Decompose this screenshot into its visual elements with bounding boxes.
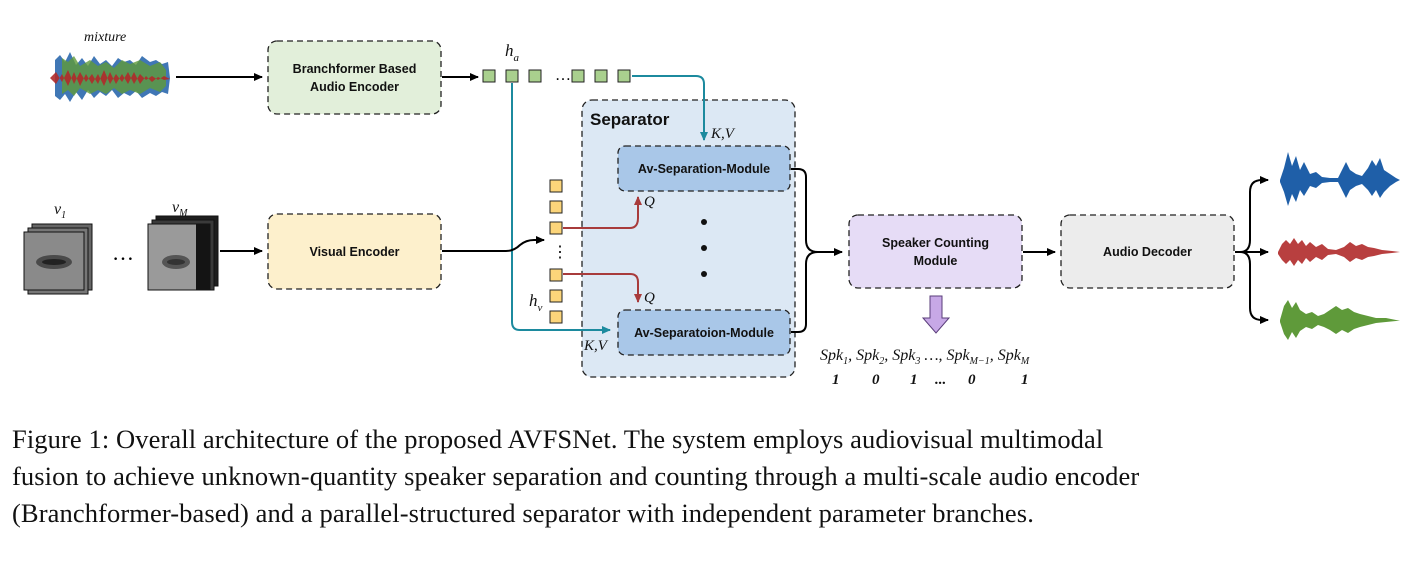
frames-ellipsis: … [112, 240, 134, 265]
visual-feature-tokens [549, 179, 563, 324]
output-waveform-red [1278, 238, 1400, 266]
q-label-top: Q [644, 194, 655, 210]
visual-encoder-box [267, 213, 442, 290]
ha-label: ha [505, 41, 520, 64]
visual-encoder-label: Visual Encoder [309, 245, 399, 259]
av-separation-module-2 [617, 309, 791, 356]
q-label-bottom: Q [644, 290, 655, 306]
speaker-sequence: Spk1, Spk2, Spk3 …, SpkM−1, SpkM [820, 347, 1030, 367]
audio-decoder-label: Audio Decoder [1103, 245, 1192, 259]
kv-label-top: K,V [710, 126, 736, 142]
audio-feature-tokens [482, 69, 631, 83]
face-frames-v1 [23, 223, 93, 295]
v1-label: v1 [54, 201, 66, 221]
av-separation-module-2-label: Av-Separatoion-Module [634, 326, 774, 340]
vm-label: vM [172, 199, 188, 219]
token-ellipsis: … [555, 67, 571, 84]
caption-line: fusion to achieve unknown-quantity speak… [12, 461, 1140, 491]
speaker-counting-box [848, 214, 1023, 289]
av-separation-module-1 [617, 145, 791, 192]
output-waveform-green [1280, 300, 1400, 340]
speaker-counting-label-line1: Speaker Counting [882, 236, 989, 250]
face-frames-vm [147, 215, 219, 291]
output-waveform-blue [1280, 152, 1400, 206]
mixture-waveform [50, 52, 170, 102]
audio-decoder-box [1060, 214, 1235, 289]
architecture-diagram: Separator mixture Branchformer Based Aud… [23, 30, 1400, 388]
speaker-presence-values: 1 0 1 ... 0 1 [832, 372, 1029, 388]
speaker-counting-label-line2: Module [914, 254, 958, 268]
spk-value: 1 [1021, 372, 1029, 388]
output-down-arrow [921, 295, 951, 334]
audio-encoder-box [267, 40, 442, 115]
caption-line: Figure 1: Overall architecture of the pr… [12, 424, 1104, 454]
hv-label: hv [529, 291, 543, 314]
spk-value: 0 [968, 372, 976, 388]
audio-encoder-label-line2: Audio Encoder [310, 80, 399, 94]
spk-value: 1 [832, 372, 840, 388]
kv-label-bottom: K,V [583, 338, 609, 354]
hv-vertical-dots: ⋮ [552, 244, 568, 261]
spk-value: 0 [872, 372, 880, 388]
figure-caption: Figure 1: Overall architecture of the pr… [12, 421, 1412, 532]
av-separation-module-1-label: Av-Separation-Module [638, 162, 770, 176]
spk-value: ... [935, 372, 946, 388]
mixture-label: mixture [84, 30, 126, 45]
caption-line: (Branchformer-based) and a parallel-stru… [12, 498, 1034, 528]
audio-encoder-label-line1: Branchformer Based [293, 62, 417, 76]
spk-value: 1 [910, 372, 918, 388]
module-ellipsis-dots [701, 219, 707, 277]
separator-title: Separator [590, 110, 670, 129]
